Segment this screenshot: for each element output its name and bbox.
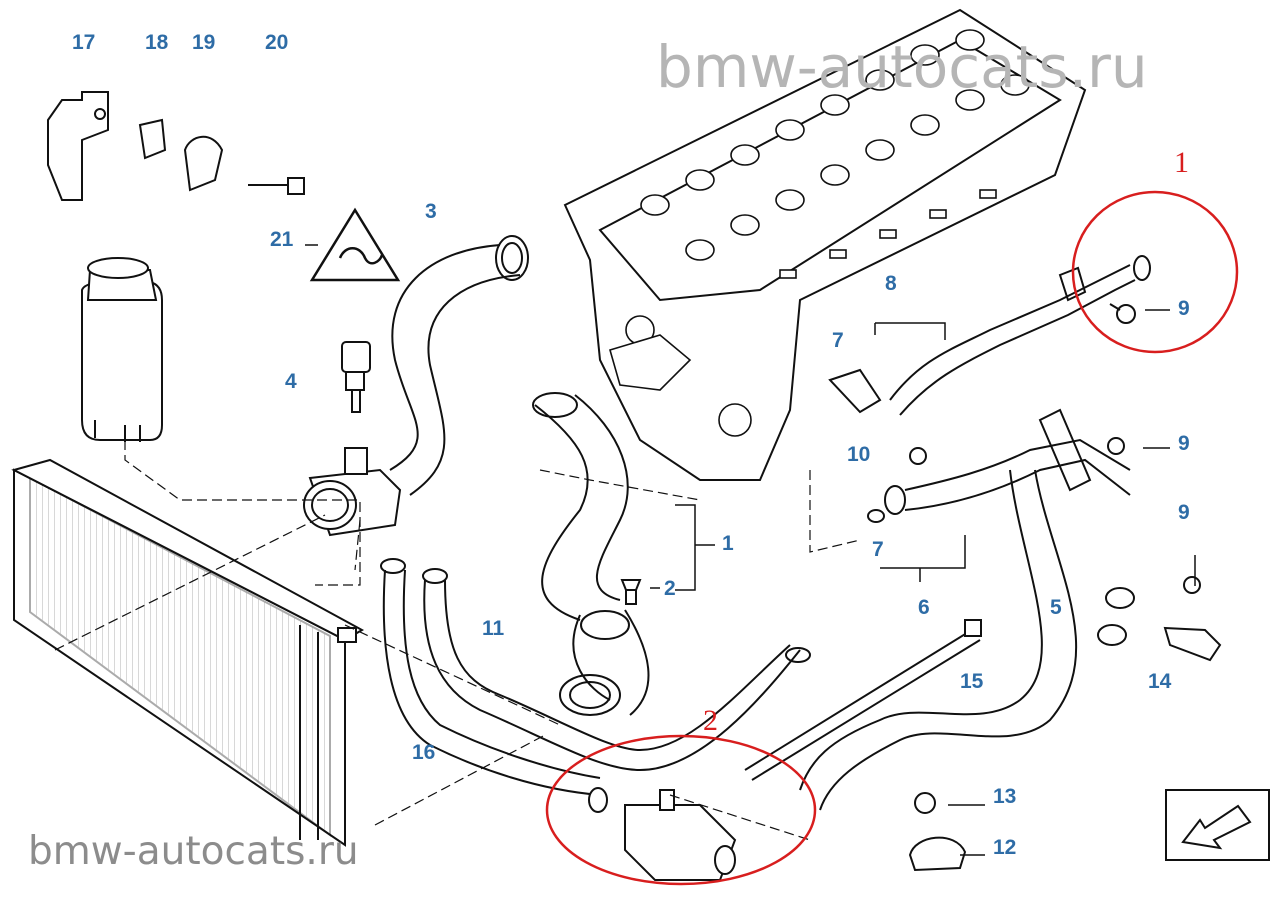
watermark-top: bmw-autocats.ru	[656, 33, 1148, 101]
bracket-lines	[305, 244, 1196, 856]
annotation-number-2: 2	[703, 704, 718, 737]
engine-block	[563, 8, 1087, 481]
leader-lines	[54, 440, 861, 841]
annotation-number-1: 1	[1174, 146, 1189, 179]
annotation-circles	[545, 190, 1239, 886]
watermark-bottom: bmw-autocats.ru	[28, 829, 359, 874]
part-label-21: 21	[270, 228, 294, 251]
coolant-pipe-lower	[799, 469, 1135, 811]
part-label-9-a: 9	[1178, 297, 1190, 320]
part-label-10: 10	[847, 443, 871, 466]
part-label-3: 3	[425, 200, 437, 223]
t-connector	[303, 447, 402, 537]
part-label-9-b: 9	[1178, 432, 1190, 455]
part-label-20: 20	[265, 31, 289, 54]
small-parts	[47, 91, 305, 201]
coolant-pipe-middle	[884, 408, 1131, 515]
part-label-17: 17	[72, 31, 96, 54]
part-label-19: 19	[192, 31, 216, 54]
part-label-6: 6	[918, 596, 930, 619]
auxiliary-water-pump	[588, 787, 737, 881]
part-label-13: 13	[993, 785, 1017, 808]
radiator	[11, 458, 365, 847]
part-label-12: 12	[993, 836, 1017, 859]
expansion-tank	[81, 257, 163, 442]
part-label-2: 2	[664, 577, 676, 600]
hose-lower	[532, 392, 650, 716]
part-label-1: 1	[722, 532, 734, 555]
coolant-pipe-upper	[889, 255, 1151, 416]
part-label-14: 14	[1148, 670, 1172, 693]
part-label-16: 16	[412, 741, 436, 764]
hose-upper	[389, 235, 529, 496]
cable-tie	[744, 619, 982, 781]
bolt-top	[1109, 303, 1136, 324]
part-label-5: 5	[1050, 596, 1062, 619]
part-label-18: 18	[145, 31, 169, 54]
clips-and-bolts	[828, 368, 1222, 872]
part-label-15: 15	[960, 670, 984, 693]
part-label-9-c: 9	[1178, 501, 1190, 524]
temperature-sensor	[341, 341, 371, 413]
part-label-11: 11	[482, 617, 505, 640]
part-label-8: 8	[885, 272, 897, 295]
part-label-4: 4	[285, 370, 297, 393]
return-hoses	[380, 558, 811, 796]
part-label-7-b: 7	[872, 538, 884, 561]
orientation-arrow-icon	[1165, 789, 1270, 861]
hot-coolant-warning-icon	[309, 207, 401, 282]
part-label-7-a: 7	[832, 329, 844, 352]
bleed-screw	[620, 579, 642, 605]
